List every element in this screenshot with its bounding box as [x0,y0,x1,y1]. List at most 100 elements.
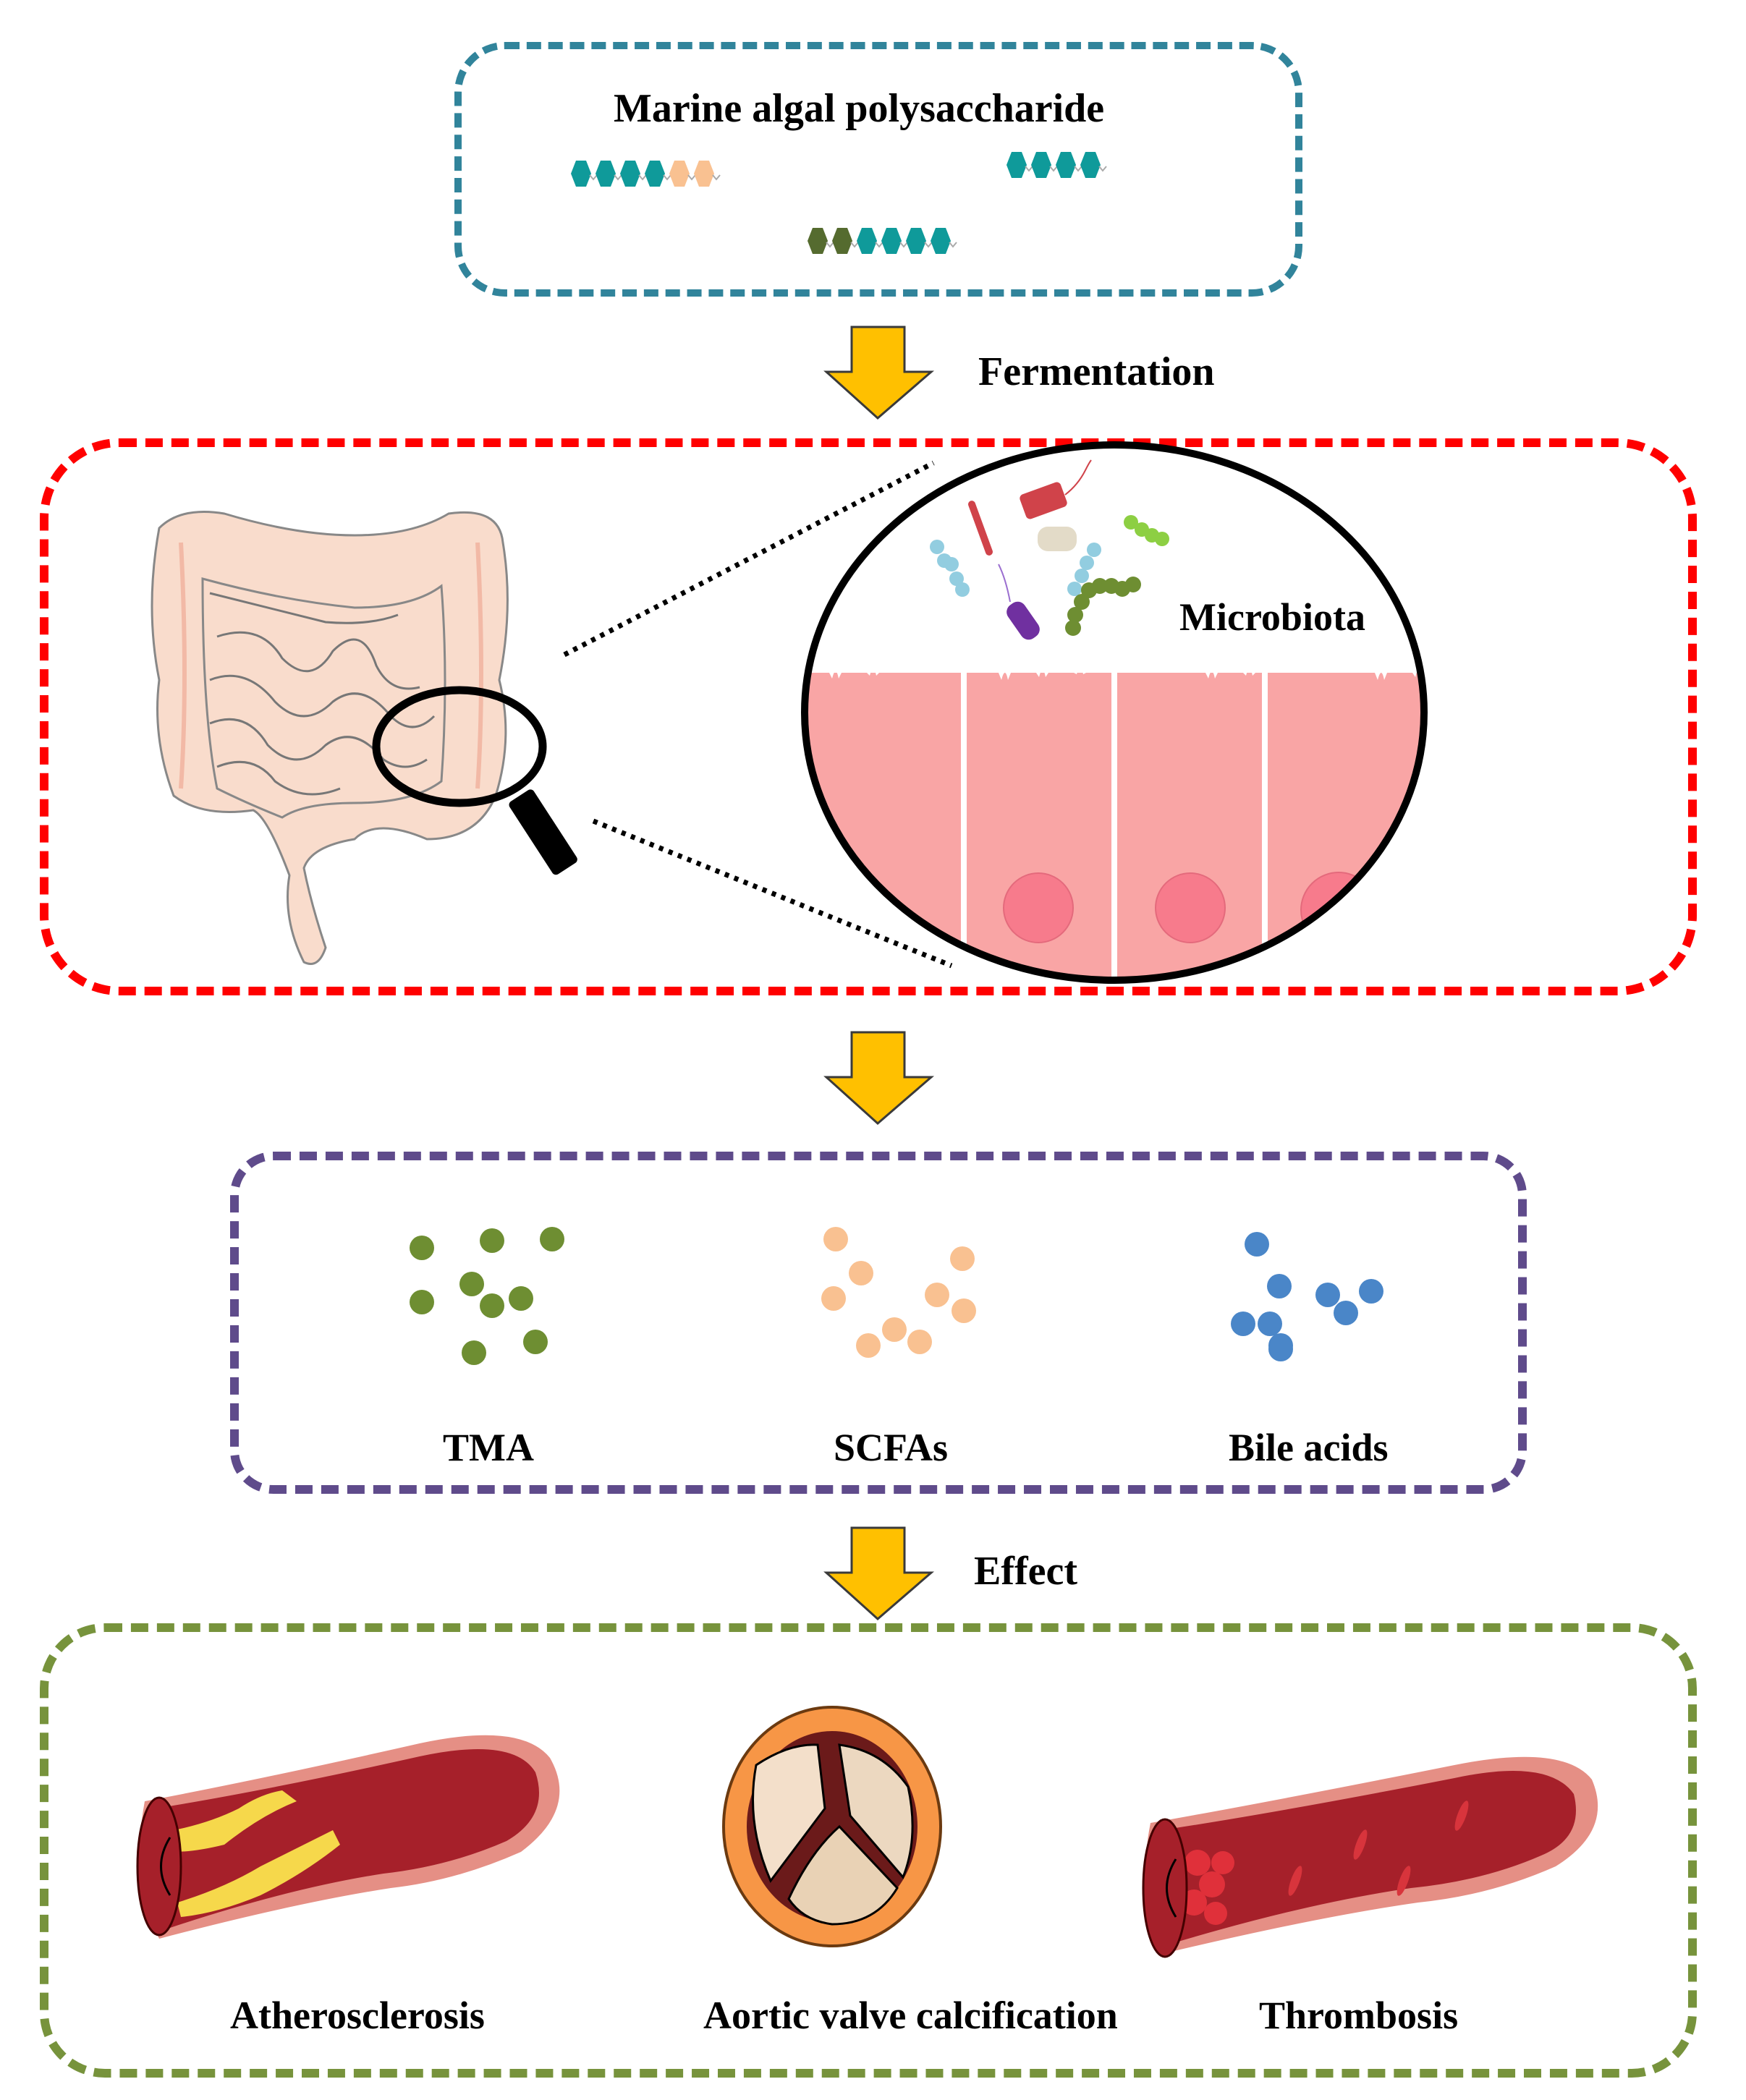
villus [1093,651,1105,673]
metabolism-arrow-icon [823,1031,935,1126]
villus [1337,647,1349,673]
metabolite-molecule [1359,1279,1383,1304]
metabolite-molecule [523,1330,548,1354]
villus [810,658,823,673]
metabolite-molecule [952,1298,976,1323]
villus [1375,673,1387,680]
sugar-unit-icon [881,228,902,254]
microbiota-zoom-view [801,441,1428,984]
sugar-unit-icon [1007,152,1027,178]
metabolite-molecule [849,1261,873,1285]
metabolite-molecule [823,1227,848,1251]
villus [1300,650,1312,673]
metabolite-molecule [1267,1274,1292,1298]
sugar-unit-icon [857,228,877,254]
effect-label-aortic-valve-calcification: Aortic valve calcification [703,1994,1118,2037]
metabolite-molecule [410,1236,434,1260]
villus [1074,667,1086,674]
effect-label-thrombosis: Thrombosis [1259,1994,1459,2037]
villus [1205,671,1218,679]
metabolite-molecule [1231,1312,1255,1336]
fermentation-arrow-icon [823,326,935,420]
sugar-unit-icon [596,161,616,187]
glycosidic-bond [1074,166,1082,172]
atherosclerosis-artery-illustration [136,1735,560,1939]
villus [1243,668,1255,676]
glycosidic-bond [589,174,598,181]
metabolite-molecule [509,1286,533,1311]
glycosidic-bond [1049,166,1058,172]
glycosidic-bond [1098,166,1107,172]
sugar-unit-icon [931,228,951,254]
metabolite-molecule [480,1293,504,1318]
villus [1262,652,1274,673]
glycosidic-bond [949,242,957,248]
effects-panel [40,1623,1697,2078]
villus [848,655,860,673]
sugar-unit-icon [1031,152,1051,178]
effect-label-atherosclerosis: Atherosclerosis [230,1994,485,2037]
glycosidic-bond [924,242,933,248]
polysaccharide-panel [454,42,1302,297]
microbiota-label: Microbiota [1179,595,1365,639]
metabolites-panel [230,1152,1527,1494]
villus [829,671,842,679]
sugar-unit-icon [906,228,926,254]
glycosidic-bond [614,174,622,181]
magnifier-icon [372,686,577,875]
sugar-unit-icon [832,228,852,254]
sugar-unit-icon [669,161,690,187]
metabolite-molecule [410,1290,434,1314]
glycosidic-bond [638,174,647,181]
villus [867,668,879,676]
metabolite-label-scfas: SCFAs [834,1426,949,1469]
metabolite-molecule [1268,1333,1293,1358]
metabolite-molecule [821,1286,846,1311]
intestine-illustration [151,511,509,965]
villus [923,650,936,673]
villus [1055,654,1067,673]
glycosidic-bond [663,174,671,181]
metabolite-label-tma: TMA [443,1426,534,1469]
metabolite-molecule [1334,1301,1358,1325]
metabolite-molecule [480,1228,504,1253]
sugar-unit-icon [808,228,828,254]
villus [904,666,917,673]
villus [942,663,954,673]
metabolite-molecule [925,1283,949,1307]
sugar-unit-icon [645,161,665,187]
metabolite-molecule [856,1333,881,1358]
villus [980,660,992,673]
metabolite-molecule [907,1330,932,1354]
fermentation-label: Fermentation [978,349,1215,394]
villus [1187,658,1199,673]
metabolite-molecule [540,1227,564,1251]
villus [961,647,973,673]
glycosidic-bond [826,242,834,248]
zoom-guide-lines [563,460,953,969]
effect-label: Effect [974,1549,1078,1594]
villus [1281,666,1293,673]
sugar-unit-icon [1056,152,1076,178]
metabolite-label-bile-acids: Bile acids [1229,1426,1389,1469]
thrombosis-artery-illustration [1142,1756,1598,1958]
effect-arrow-icon [823,1526,935,1621]
sugar-unit-icon [694,161,714,187]
polysaccharide-title: Marine algal polysaccharide [614,86,1105,131]
metabolite-molecule [950,1246,975,1271]
metabolite-molecule [882,1317,907,1342]
glycosidic-bond [850,242,859,248]
villus [1036,670,1048,677]
villus [1149,661,1161,673]
sugar-unit-icon [1080,152,1101,178]
sugar-unit-icon [571,161,591,187]
villus [1394,657,1406,673]
glycosidic-bond [712,174,721,181]
metabolite-dots [410,1227,1383,1365]
villus [1168,645,1180,673]
villus [1356,660,1368,673]
metabolite-molecule [462,1340,486,1365]
aortic-valve-illustration [722,1706,942,1947]
gut-microbiota-panel [40,438,1697,995]
sugar-unit-icon [620,161,640,187]
